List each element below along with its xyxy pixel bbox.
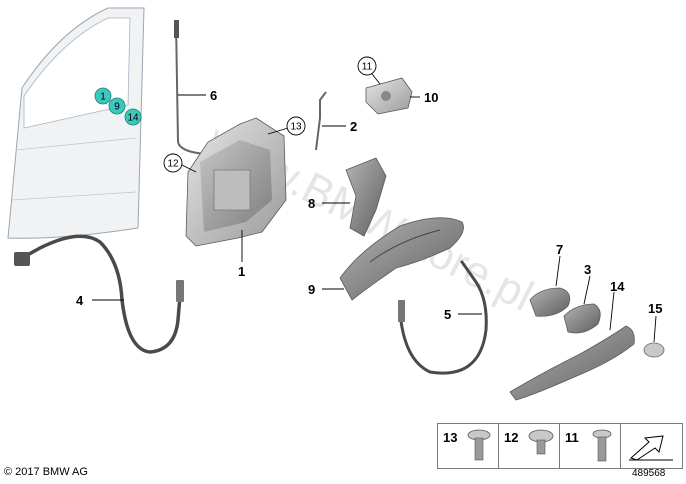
legend-label-12: 12 [504,430,519,445]
part-cover-7 [529,287,571,317]
circle-13-lock [286,116,306,136]
document-number: 489568 [632,468,666,479]
circle-11-striker [357,56,377,76]
arrow-icon [629,435,673,461]
part-gasket-3 [563,303,601,334]
legend-cell-13: 13 [438,424,499,468]
door-marker-14 [124,108,142,126]
part-striker-10 [365,77,413,115]
part-cap-15 [643,342,665,358]
legend-label-11: 11 [565,430,579,445]
callout-13-lock: 13 [290,122,302,133]
door-marker-14-label: 14 [127,113,139,124]
callout-3: 3 [584,262,591,277]
door-panel: 1 9 14 [7,7,145,239]
callout-10: 10 [424,90,438,105]
part-rod-6 [174,20,207,155]
callout-8: 8 [308,196,315,211]
part-cable-5 [398,260,488,375]
callout-4: 4 [76,293,84,308]
door-marker-1-label: 1 [100,92,106,103]
legend-cell-11: 11 [560,424,621,468]
screw-icon [467,429,491,461]
part-handle-carrier-9 [339,217,464,301]
legend-label-13: 13 [443,430,458,445]
screw-icon [528,429,554,455]
door-marker-9 [108,97,126,115]
part-bowden-cable-4 [14,234,184,354]
door-marker-9-label: 9 [114,102,120,113]
callout-9: 9 [308,282,315,297]
callout-7: 7 [556,242,563,257]
callout-1: 1 [238,264,245,279]
callout-6: 6 [210,88,217,103]
legend-cell-12: 12 [499,424,560,468]
part-door-lock-1 [185,117,287,247]
callout-2: 2 [350,119,357,134]
callout-5: 5 [444,307,451,322]
part-handle-14 [509,325,635,401]
callout-12-lock: 12 [167,159,179,170]
copyright-text: © 2017 BMW AG [4,466,88,478]
fastener-legend: 13 12 11 [437,423,683,469]
screw-icon [592,429,612,462]
callout-11-striker: 11 [362,62,373,73]
part-rod-2 [315,91,327,151]
callout-15: 15 [648,301,662,316]
circle-12-lock [163,153,183,173]
door-marker-1 [94,87,112,105]
callout-14: 14 [610,279,625,294]
part-bracket-8 [345,157,387,237]
legend-cell-arrow [621,424,681,468]
